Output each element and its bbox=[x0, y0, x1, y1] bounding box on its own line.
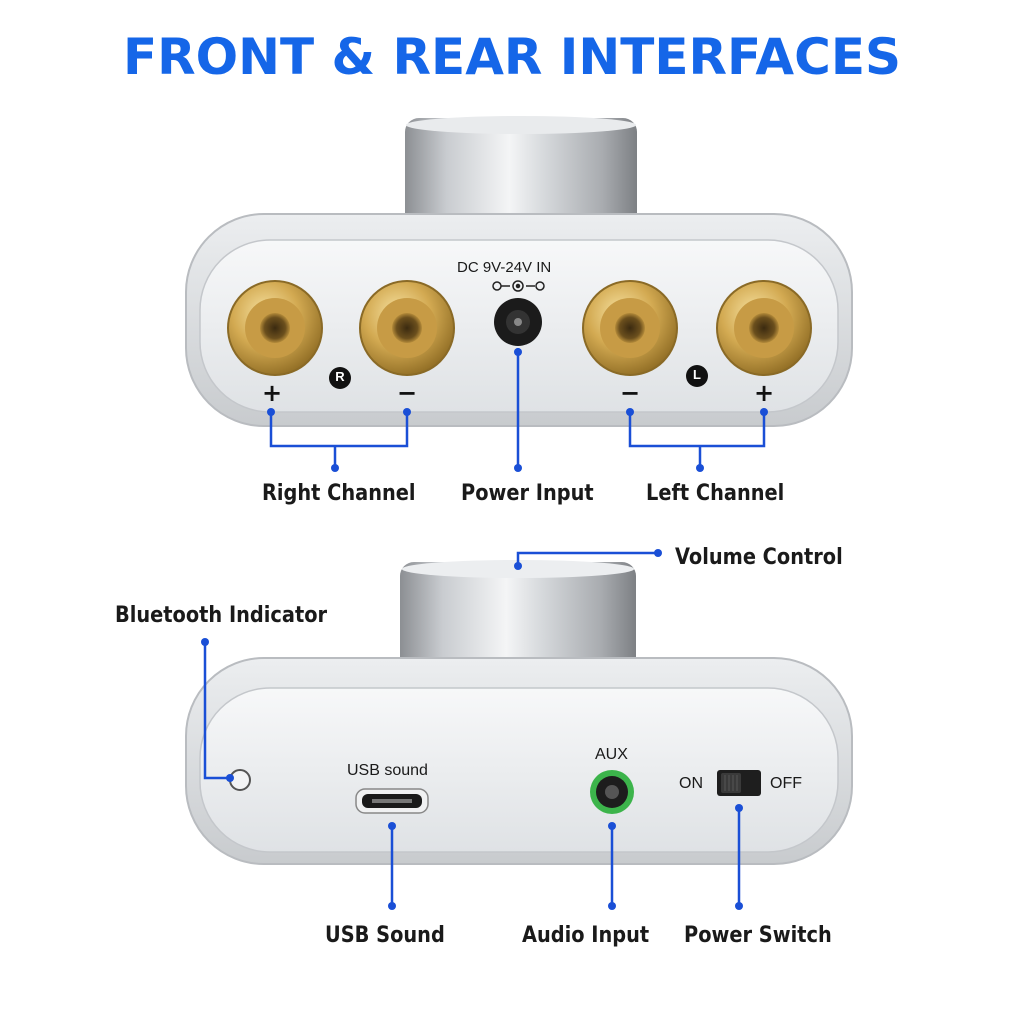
page-title: FRONT & REAR INTERFACES bbox=[123, 28, 901, 86]
volume-knob bbox=[400, 562, 636, 688]
right-plus-terminal bbox=[227, 280, 323, 376]
front-device bbox=[185, 560, 853, 865]
right-minus-terminal bbox=[359, 280, 455, 376]
switch-on-label: ON bbox=[679, 775, 703, 792]
left-mark-badge bbox=[686, 365, 708, 387]
left-plus-sign: + bbox=[753, 379, 775, 407]
volume-control-callout: Volume Control bbox=[675, 545, 843, 570]
front-callout-lines bbox=[203, 551, 741, 906]
power-input-callout: Power Input bbox=[461, 481, 594, 506]
power-switch-callout: Power Switch bbox=[684, 923, 832, 948]
dc-input-label: DC 9V-24V IN bbox=[457, 259, 552, 276]
left-plus-terminal bbox=[716, 280, 812, 376]
power-switch bbox=[717, 770, 761, 796]
left-minus-sign: − bbox=[619, 379, 641, 407]
left-minus-terminal bbox=[582, 280, 678, 376]
rear-knob bbox=[405, 118, 637, 242]
right-channel-callout: Right Channel bbox=[262, 481, 416, 506]
bluetooth-indicator-callout: Bluetooth Indicator bbox=[115, 603, 328, 628]
right-mark-badge bbox=[329, 367, 351, 389]
aux-panel-label: AUX bbox=[595, 746, 628, 763]
left-mark: L bbox=[693, 367, 701, 382]
right-minus-sign: − bbox=[396, 379, 418, 407]
dc-polarity-icon bbox=[492, 280, 545, 292]
dc-jack bbox=[494, 298, 542, 346]
right-mark: R bbox=[335, 369, 345, 384]
usb-sound-panel-label: USB sound bbox=[347, 762, 428, 779]
right-plus-sign: + bbox=[261, 379, 283, 407]
usb-port bbox=[355, 788, 429, 814]
usb-sound-callout: USB Sound bbox=[325, 923, 445, 948]
rear-device bbox=[185, 116, 853, 427]
aux-jack bbox=[590, 770, 634, 814]
left-channel-callout: Left Channel bbox=[646, 481, 785, 506]
switch-off-label: OFF bbox=[770, 775, 802, 792]
audio-input-callout: Audio Input bbox=[522, 923, 650, 948]
